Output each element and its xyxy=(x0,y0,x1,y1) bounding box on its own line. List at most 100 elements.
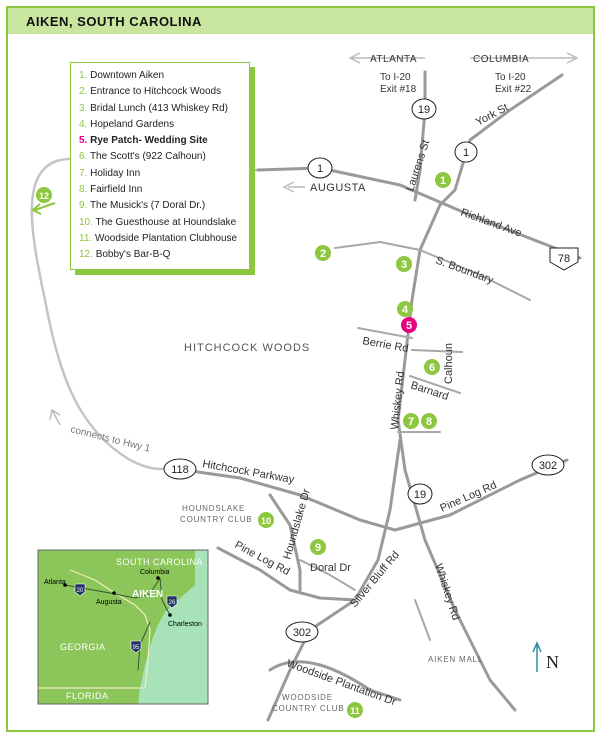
hwy-19-shield-south: 19 xyxy=(407,483,433,505)
label-atlanta-line1: To I-20 xyxy=(380,72,411,83)
inset-label-atlanta: Atlanta xyxy=(44,579,66,586)
marker-5-wedding-site[interactable]: 5 xyxy=(401,317,417,333)
arrow-bobbys xyxy=(31,202,56,215)
arrow-atlanta xyxy=(348,52,425,64)
inset-label-augusta: Augusta xyxy=(96,599,122,606)
svg-text:4: 4 xyxy=(402,304,409,316)
hwy-1-shield-east: 1 xyxy=(454,141,478,163)
compass-north: N xyxy=(546,652,559,672)
label-augusta: AUGUSTA xyxy=(310,182,366,194)
marker-3[interactable]: 3 xyxy=(396,256,412,272)
inset-label-florida: FLORIDA xyxy=(66,691,109,701)
legend-item-label: Hopeland Gardens xyxy=(90,118,175,130)
road-s-boundary xyxy=(334,240,531,301)
legend-item-label: Bobby's Bar-B-Q xyxy=(95,249,171,261)
legend-item-label: Woodside Plantation Clubhouse xyxy=(94,232,238,244)
legend-item-3[interactable]: 3. Bridal Lunch (413 Whiskey Rd) xyxy=(79,101,241,117)
inset-label-charleston: Charleston xyxy=(168,621,202,628)
label-houndslake-cc-1: HOUNDSLAKE xyxy=(182,504,245,513)
legend-item-9[interactable]: 9. The Musick's (7 Doral Dr.) xyxy=(79,198,241,214)
legend-item-11[interactable]: 11. Woodside Plantation Clubhouse xyxy=(79,231,241,247)
legend-item-label: The Musick's (7 Doral Dr.) xyxy=(89,200,206,212)
legend-item-7[interactable]: 7. Holiday Inn xyxy=(79,166,241,182)
marker-7[interactable]: 7 xyxy=(403,413,419,429)
svg-text:11: 11 xyxy=(350,706,360,716)
legend-item-number: 8. xyxy=(79,184,88,196)
arrow-augusta xyxy=(282,181,305,193)
legend-item-2[interactable]: 2. Entrance to Hitchcock Woods xyxy=(79,84,241,100)
legend-item-label: The Guesthouse at Houndslake xyxy=(95,216,237,228)
arrow-connects xyxy=(49,408,61,426)
marker-1[interactable]: 1 xyxy=(435,172,451,188)
marker-11[interactable]: 11 xyxy=(347,702,363,718)
inset-dot-augusta xyxy=(112,591,116,595)
svg-text:6: 6 xyxy=(429,362,435,374)
inset-label-georgia: GEORGIA xyxy=(60,642,106,652)
legend-item-4[interactable]: 4. Hopeland Gardens xyxy=(79,117,241,133)
legend-item-number: 1. xyxy=(79,70,88,81)
legend-item-number: 2. xyxy=(79,86,88,98)
legend-item-number: 3. xyxy=(79,102,88,114)
inset-label-aiken: AIKEN xyxy=(132,589,163,600)
header-bar xyxy=(8,8,593,34)
label-woodside-cc-2: COUNTRY CLUB xyxy=(272,704,344,713)
road-woodside xyxy=(268,660,402,702)
marker-4[interactable]: 4 xyxy=(397,301,413,317)
inset-i20-shield: 20 xyxy=(74,583,86,597)
legend-item-label: Entrance to Hitchcock Woods xyxy=(90,86,222,98)
inset-label-south-carolina: SOUTH CAROLINA xyxy=(116,557,203,567)
road-berrie xyxy=(357,327,413,339)
road-doral xyxy=(299,559,356,591)
road-hitchcock-pkwy xyxy=(168,458,569,532)
marker-10[interactable]: 10 xyxy=(258,512,274,528)
svg-text:1: 1 xyxy=(317,163,323,175)
svg-text:1: 1 xyxy=(440,175,446,187)
legend-item-12[interactable]: 12. Bobby's Bar-B-Q xyxy=(79,247,241,263)
marker-12[interactable]: 12 xyxy=(36,187,52,203)
svg-text:20: 20 xyxy=(77,588,84,594)
hwy-78-shield: 78 xyxy=(549,247,579,271)
svg-text:9: 9 xyxy=(315,542,321,554)
label-woodside-cc-1: WOODSIDE xyxy=(282,693,333,702)
svg-text:1: 1 xyxy=(463,147,469,159)
legend-item-10[interactable]: 10. The Guesthouse at Houndslake xyxy=(79,215,241,231)
marker-2[interactable]: 2 xyxy=(315,245,331,261)
marker-6[interactable]: 6 xyxy=(424,359,440,375)
legend-item-8[interactable]: 8. Fairfield Inn xyxy=(79,182,241,198)
svg-text:26: 26 xyxy=(169,600,176,606)
legend-item-number: 11. xyxy=(79,232,93,244)
legend-item-1[interactable]: 1. Downtown Aiken xyxy=(79,68,241,84)
inset-label-columbia: Columbia xyxy=(140,569,170,576)
inset-i26-shield: 26 xyxy=(166,595,178,609)
inset-border xyxy=(37,549,209,705)
legend-item-label: Holiday Inn xyxy=(90,167,141,179)
legend-item-6[interactable]: 6. The Scott's (922 Calhoun) xyxy=(79,149,241,165)
legend-item-number: 10. xyxy=(79,216,93,228)
svg-text:302: 302 xyxy=(293,627,311,639)
legend-item-number: 4. xyxy=(79,118,88,130)
legend-item-number: 12. xyxy=(79,249,93,261)
legend-item-label: Fairfield Inn xyxy=(90,184,143,196)
svg-text:10: 10 xyxy=(261,516,271,526)
hwy-302-shield-east: 302 xyxy=(531,454,565,476)
legend-item-number: 6. xyxy=(79,151,88,163)
inset-interstate-20 xyxy=(64,577,161,599)
svg-text:19: 19 xyxy=(414,489,426,501)
label-aiken-mall: AIKEN MALL xyxy=(428,655,483,664)
label-doral-dr: Doral Dr xyxy=(310,562,351,574)
svg-text:5: 5 xyxy=(406,320,412,332)
road-whiskey xyxy=(396,203,517,712)
arrow-columbia xyxy=(470,52,579,64)
marker-8[interactable]: 8 xyxy=(421,413,437,429)
inset-dot-columbia xyxy=(156,576,160,580)
inset-interstate-26 xyxy=(159,577,171,616)
svg-text:8: 8 xyxy=(426,416,432,428)
legend-item-5[interactable]: 5. Rye Patch- Wedding Site xyxy=(79,133,241,149)
marker-9[interactable]: 9 xyxy=(310,539,326,555)
svg-text:12: 12 xyxy=(39,191,49,201)
road-calhoun xyxy=(411,349,463,353)
road-york xyxy=(438,73,564,207)
